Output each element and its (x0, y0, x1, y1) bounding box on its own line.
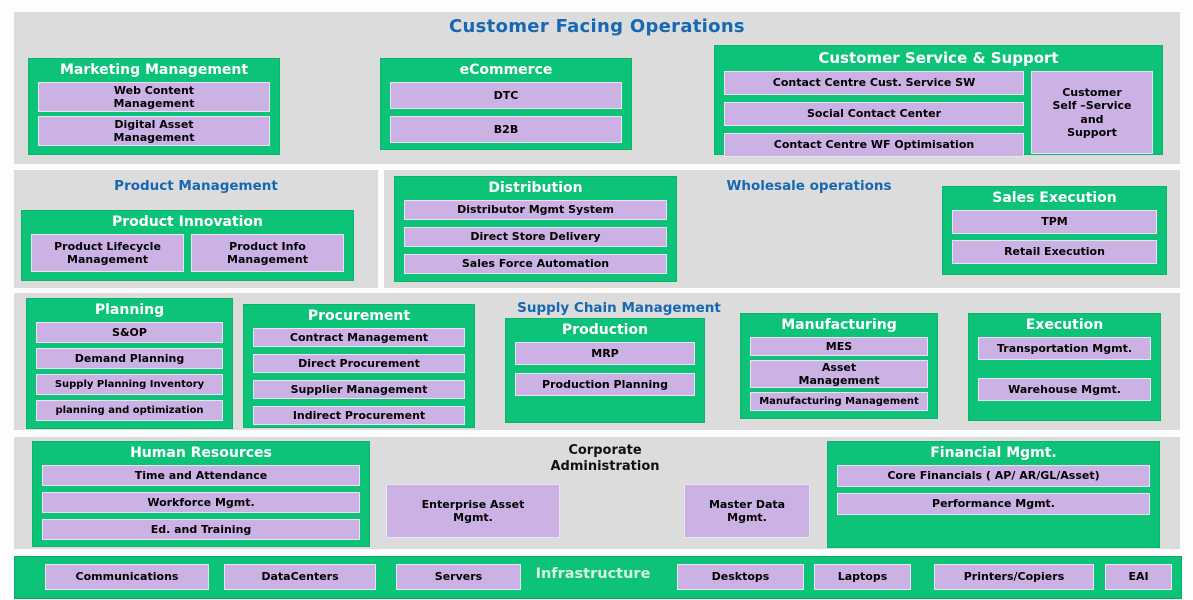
item-asset-management: Asset Management (750, 360, 928, 388)
item-sales-force-automation: Sales Force Automation (404, 254, 667, 274)
item-ed-and-training: Ed. and Training (42, 519, 360, 540)
item-b2b: B2B (390, 116, 622, 143)
corporate-administration-title: Corporate Administration (550, 443, 660, 475)
item-time-and-attendance: Time and Attendance (42, 465, 360, 486)
distribution-title: Distribution (488, 180, 583, 196)
item-contact-centre-cust-service-sw: Contact Centre Cust. Service SW (724, 71, 1024, 95)
item-dtc: DTC (390, 82, 622, 109)
item-eai: EAI (1105, 564, 1172, 590)
product-innovation-title: Product Innovation (111, 214, 264, 230)
sales-execution-box: Sales Execution TPM Retail Execution (942, 186, 1167, 275)
item-direct-store-delivery: Direct Store Delivery (404, 227, 667, 247)
item-core-financials: Core Financials ( AP/ AR/GL/Asset) (837, 465, 1150, 487)
item-master-data-mgmt: Master Data Mgmt. (684, 484, 810, 538)
item-transportation-mgmt: Transportation Mgmt. (978, 337, 1151, 360)
ecommerce-box: eCommerce DTC B2B (380, 58, 632, 150)
product-innovation-box: Product Innovation Product Lifecycle Man… (21, 210, 354, 281)
manufacturing-box: Manufacturing MES Asset Management Manuf… (740, 313, 938, 419)
item-manufacturing-management: Manufacturing Management (750, 392, 928, 411)
production-title: Production (561, 322, 649, 338)
sales-execution-title: Sales Execution (992, 190, 1117, 206)
item-desktops: Desktops (677, 564, 804, 590)
item-datacenters: DataCenters (224, 564, 376, 590)
marketing-management-box: Marketing Management Web Content Managem… (28, 58, 280, 155)
wholesale-operations-title: Wholesale operations (726, 178, 892, 194)
item-supply-planning-inventory: Supply Planning Inventory (36, 374, 223, 395)
item-distributor-mgmt-system: Distributor Mgmt System (404, 200, 667, 220)
human-resources-box: Human Resources Time and Attendance Work… (32, 441, 370, 547)
band-wholesale-operations: Distribution Distributor Mgmt System Dir… (384, 170, 1180, 288)
item-contract-management: Contract Management (253, 328, 465, 347)
planning-title: Planning (94, 302, 165, 318)
item-product-info-management: Product Info Management (191, 234, 344, 272)
customer-service-support-box: Customer Service & Support Contact Centr… (714, 45, 1163, 157)
financial-mgmt-title: Financial Mgmt. (930, 445, 1057, 461)
planning-box: Planning S&OP Demand Planning Supply Pla… (26, 298, 233, 429)
item-digital-asset-management: Digital Asset Management (38, 116, 270, 146)
production-box: Production MRP Production Planning (505, 318, 705, 423)
item-web-content-management: Web Content Management (38, 82, 270, 112)
item-supplier-management: Supplier Management (253, 380, 465, 399)
distribution-box: Distribution Distributor Mgmt System Dir… (394, 176, 677, 282)
item-sop: S&OP (36, 322, 223, 343)
item-production-planning: Production Planning (515, 373, 695, 396)
item-tpm: TPM (952, 210, 1157, 234)
infrastructure-title: Infrastructure (535, 566, 651, 582)
item-servers: Servers (396, 564, 521, 590)
item-laptops: Laptops (814, 564, 911, 590)
band-customer-facing-operations: Customer Facing Operations Marketing Man… (14, 12, 1180, 164)
ecommerce-title: eCommerce (459, 62, 553, 78)
item-workforce-mgmt: Workforce Mgmt. (42, 492, 360, 513)
item-communications: Communications (45, 564, 209, 590)
band-product-management: Product Management Product Innovation Pr… (14, 170, 378, 288)
manufacturing-title: Manufacturing (781, 317, 897, 333)
procurement-box: Procurement Contract Management Direct P… (243, 304, 475, 428)
item-performance-mgmt: Performance Mgmt. (837, 493, 1150, 515)
item-mes: MES (750, 337, 928, 356)
item-mrp: MRP (515, 342, 695, 365)
item-warehouse-mgmt: Warehouse Mgmt. (978, 378, 1151, 401)
item-enterprise-asset-mgmt: Enterprise Asset Mgmt. (386, 484, 560, 538)
item-indirect-procurement: Indirect Procurement (253, 406, 465, 425)
page-title: Customer Facing Operations (449, 16, 745, 37)
execution-box: Execution Transportation Mgmt. Warehouse… (968, 313, 1161, 421)
item-contact-centre-wf-optimisation: Contact Centre WF Optimisation (724, 133, 1024, 157)
item-social-contact-center: Social Contact Center (724, 102, 1024, 126)
financial-mgmt-box: Financial Mgmt. Core Financials ( AP/ AR… (827, 441, 1160, 548)
band-supply-chain-management: Supply Chain Management Planning S&OP De… (14, 293, 1180, 430)
marketing-management-title: Marketing Management (59, 62, 249, 78)
procurement-title: Procurement (307, 308, 411, 324)
execution-title: Execution (1025, 317, 1104, 333)
band-infrastructure: Communications DataCenters Servers Infra… (14, 556, 1182, 599)
supply-chain-management-title: Supply Chain Management (517, 300, 721, 316)
item-planning-and-optimization: planning and optimization (36, 400, 223, 421)
item-demand-planning: Demand Planning (36, 348, 223, 369)
item-retail-execution: Retail Execution (952, 240, 1157, 264)
product-management-title: Product Management (114, 178, 278, 194)
item-direct-procurement: Direct Procurement (253, 354, 465, 373)
item-printers-copiers: Printers/Copiers (934, 564, 1094, 590)
band-corporate-administration: Human Resources Time and Attendance Work… (14, 437, 1180, 549)
customer-service-support-title: Customer Service & Support (818, 49, 1059, 67)
human-resources-title: Human Resources (130, 445, 272, 461)
item-product-lifecycle-management: Product Lifecycle Management (31, 234, 184, 272)
item-customer-self-service-support: Customer Self –Service and Support (1031, 71, 1153, 154)
